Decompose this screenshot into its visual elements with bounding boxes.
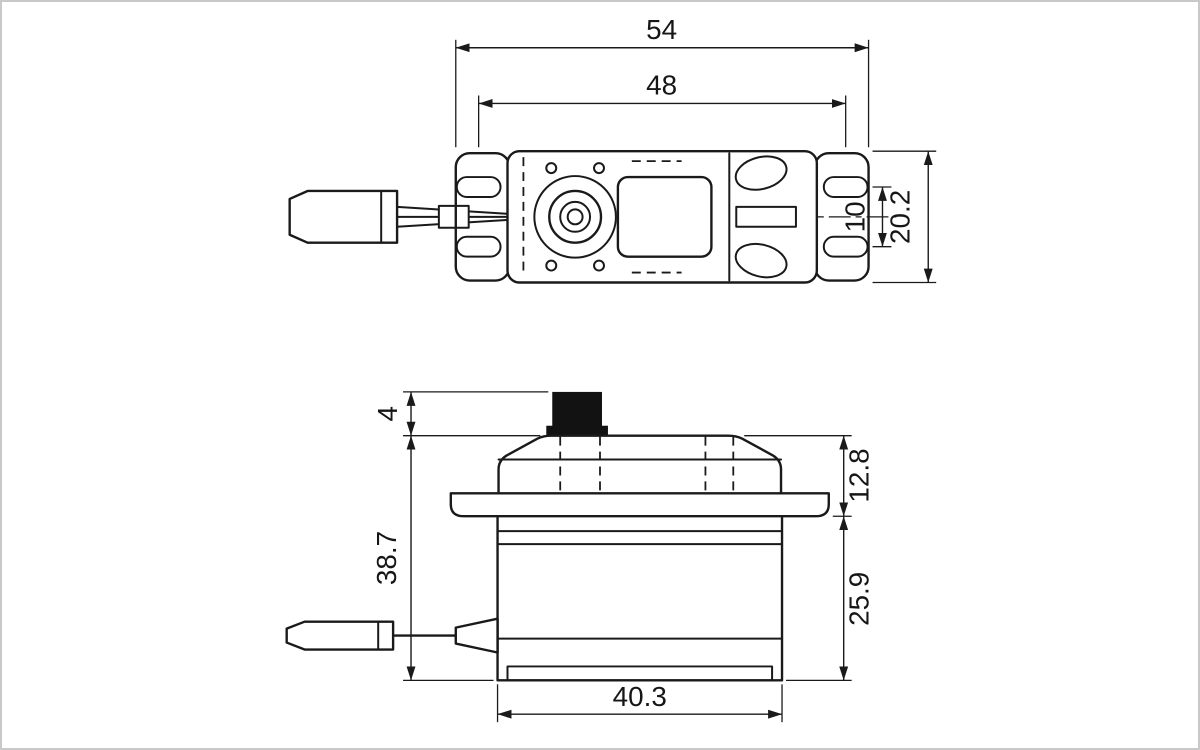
label-plate (616, 175, 713, 258)
lower-body (496, 515, 784, 682)
side-view: 4 38.7 12.8 25.9 40.3 (285, 391, 875, 723)
dim-label-overall-length: 54 (646, 14, 677, 45)
dim-mount-hole-spacing: 48 (478, 70, 847, 148)
case-screw (545, 162, 558, 175)
connector-plug-top (288, 189, 510, 244)
dim-connector-block-height: 4 (372, 391, 549, 437)
dim-label-slot-spacing: 10 (840, 201, 871, 232)
rear-details (734, 155, 797, 279)
servo-case-top (506, 150, 819, 284)
bottom-plate (506, 665, 774, 682)
top-view: 54 48 10 20.2 (288, 14, 937, 284)
dim-label-connector-block-height: 4 (372, 406, 403, 422)
mount-slot (822, 235, 869, 258)
dim-case-height: 38.7 (371, 435, 494, 682)
dim-label-body-length: 40.3 (613, 681, 667, 712)
case-screw (593, 259, 605, 272)
case-screw (545, 259, 558, 272)
mount-slot (822, 176, 869, 198)
dim-body-length: 40.3 (496, 681, 783, 723)
plug-body (285, 620, 395, 651)
dim-upper-section-height: 12.8 (744, 435, 875, 517)
wire-strain-relief (454, 617, 499, 654)
case-screw (593, 162, 605, 175)
dim-label-lower-body-height: 25.9 (844, 572, 875, 626)
mount-slot (455, 235, 502, 258)
wire-grommet (437, 204, 470, 229)
mount-slot (455, 176, 502, 198)
connector-plug-side (285, 617, 499, 654)
dim-label-case-height: 38.7 (371, 531, 402, 585)
mount-flange-right (813, 151, 870, 282)
upper-cap (497, 434, 783, 495)
plug-body (288, 189, 399, 244)
dim-slot-spacing: 10 (840, 186, 892, 248)
dim-label-body-width: 20.2 (884, 190, 915, 244)
dim-label-mount-hole-spacing: 48 (646, 70, 677, 101)
top-connector-block (546, 391, 608, 437)
dim-lower-body-height: 25.9 (786, 516, 875, 682)
dim-label-upper-section-height: 12.8 (844, 448, 875, 502)
dim-overall-length: 54 (455, 14, 870, 148)
dim-body-width: 20.2 (872, 150, 937, 284)
output-shaft (533, 162, 617, 272)
mount-flange-side (449, 492, 830, 518)
